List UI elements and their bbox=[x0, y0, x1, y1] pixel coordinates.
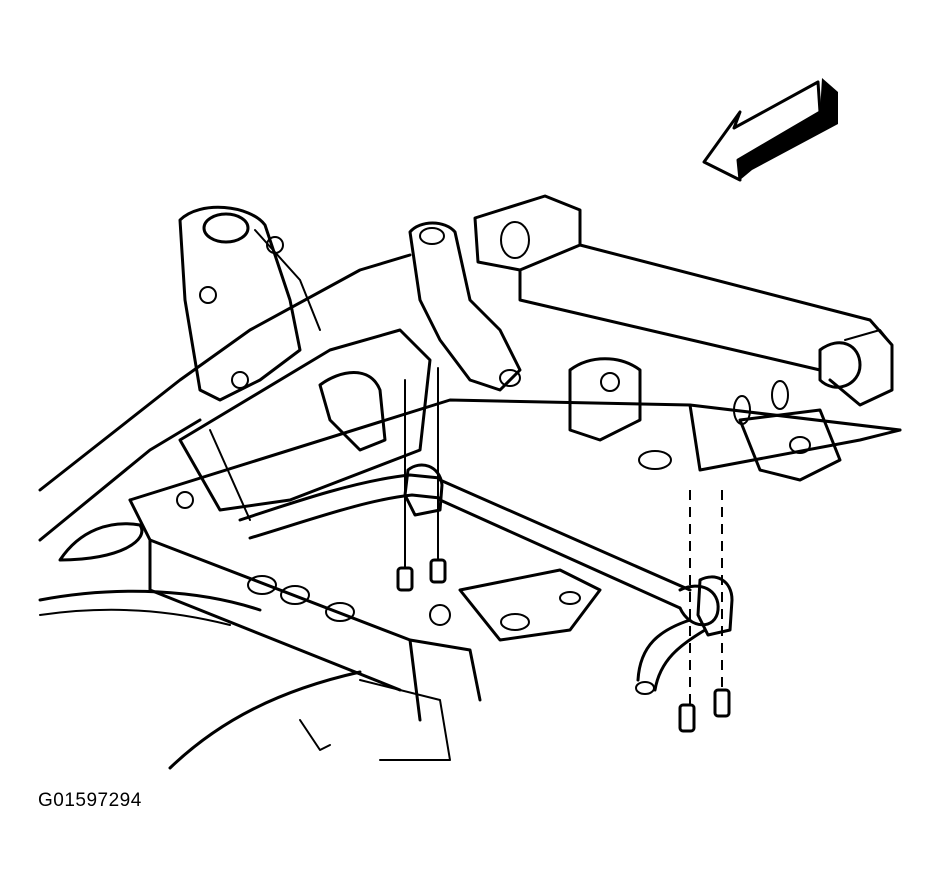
lower-control-arm-area bbox=[299, 568, 602, 761]
fender-outline bbox=[38, 253, 412, 770]
stabilizer-bar bbox=[238, 473, 720, 695]
stabilizer-bracket-right bbox=[696, 575, 734, 637]
shock-tower-left bbox=[178, 205, 321, 402]
bolt-left-1 bbox=[396, 379, 414, 592]
center-bracket bbox=[408, 221, 522, 392]
bolt-left-2 bbox=[429, 367, 447, 584]
transmission-mount bbox=[568, 357, 642, 442]
bolt-right-2 bbox=[713, 490, 731, 718]
figure-id-label: G01597294 bbox=[38, 790, 142, 811]
crossmember-upper bbox=[473, 194, 894, 407]
engine-mount-left bbox=[178, 328, 432, 521]
front-direction-arrow bbox=[702, 78, 838, 182]
mount-right-upper bbox=[738, 408, 842, 482]
stabilizer-bracket-left bbox=[403, 463, 444, 517]
frame-rail-lower bbox=[128, 398, 902, 722]
bolt-right-1 bbox=[678, 490, 696, 733]
